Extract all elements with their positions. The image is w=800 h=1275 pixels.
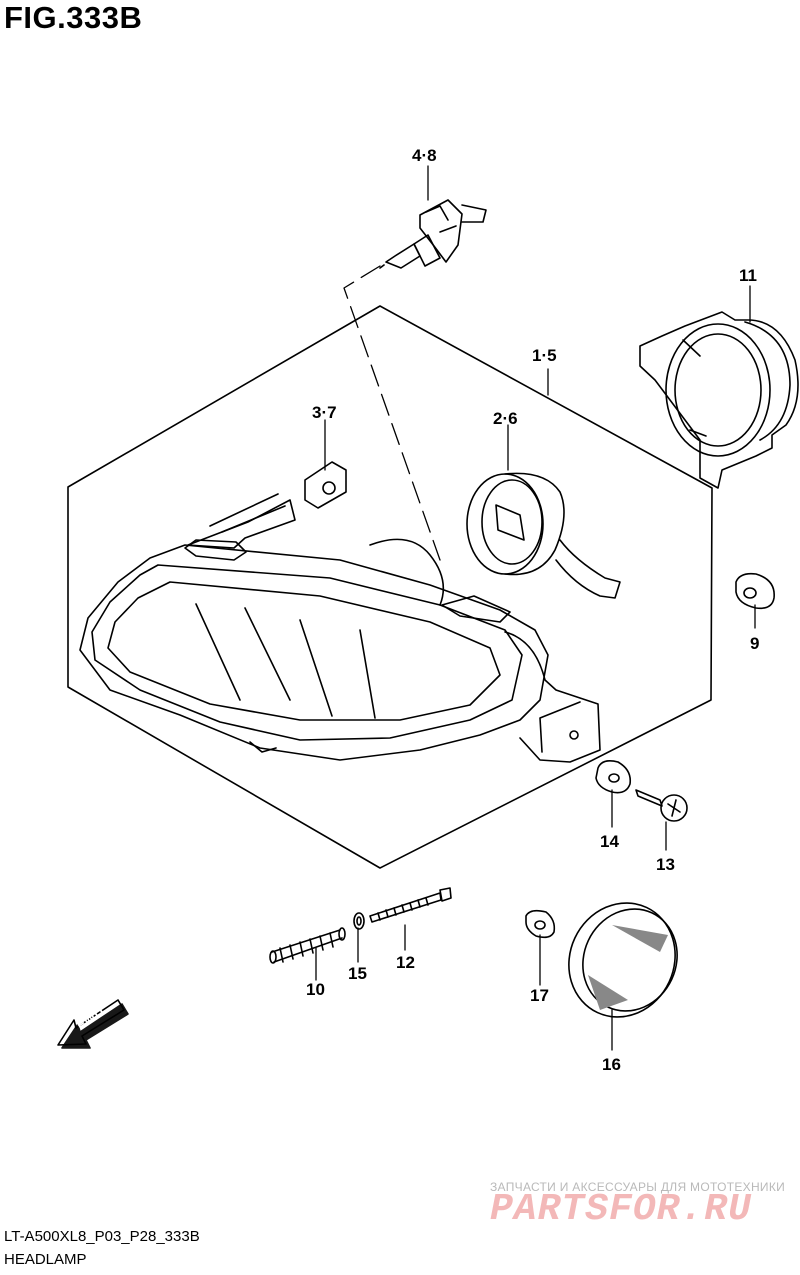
adjuster-screw (369, 887, 452, 923)
assembly-boundary (67, 305, 713, 869)
watermark-caption: ЗАПЧАСТИ И АКСЕССУАРЫ ДЛЯ МОТОТЕХНИКИ (490, 1180, 786, 1194)
bulb-socket (466, 472, 621, 599)
callout-12: 12 (396, 953, 415, 972)
callout-2-6: 2·6 (493, 409, 518, 428)
callout-11: 11 (739, 266, 757, 285)
adjuster-spring (269, 927, 346, 964)
callout-15: 15 (348, 964, 367, 983)
headlamp-mounting-ring (639, 311, 799, 489)
callout-9: 9 (750, 634, 760, 653)
callout-1-5: 1·5 (532, 346, 557, 365)
headlamp-bulb (379, 199, 487, 269)
washer (353, 912, 365, 930)
reflector (568, 902, 678, 1018)
figure-name: HEADLAMP (4, 1251, 87, 1268)
callout-17: 17 (530, 986, 549, 1005)
callout-10: 10 (306, 980, 325, 999)
callout-16: 16 (602, 1055, 621, 1074)
grommet (735, 572, 775, 610)
figure-title: FIG.333B (4, 0, 143, 35)
rubber-cushion (595, 760, 632, 794)
headlamp-housing (79, 493, 601, 763)
fwd-arrow-icon: FWD (57, 999, 129, 1049)
figure-code: LT-A500XL8_P03_P28_333B (4, 1228, 200, 1245)
callout-4-8: 4·8 (412, 146, 437, 165)
adjuster-clip (304, 461, 347, 509)
watermark-logo: PARTSFOR.RU (490, 1188, 752, 1231)
callout-14: 14 (600, 832, 619, 851)
callout-3-7: 3·7 (312, 403, 337, 422)
mounting-screw (635, 789, 688, 822)
callout-13: 13 (656, 855, 675, 874)
reflector-nut (525, 909, 556, 939)
leader-lines (315, 165, 756, 1051)
